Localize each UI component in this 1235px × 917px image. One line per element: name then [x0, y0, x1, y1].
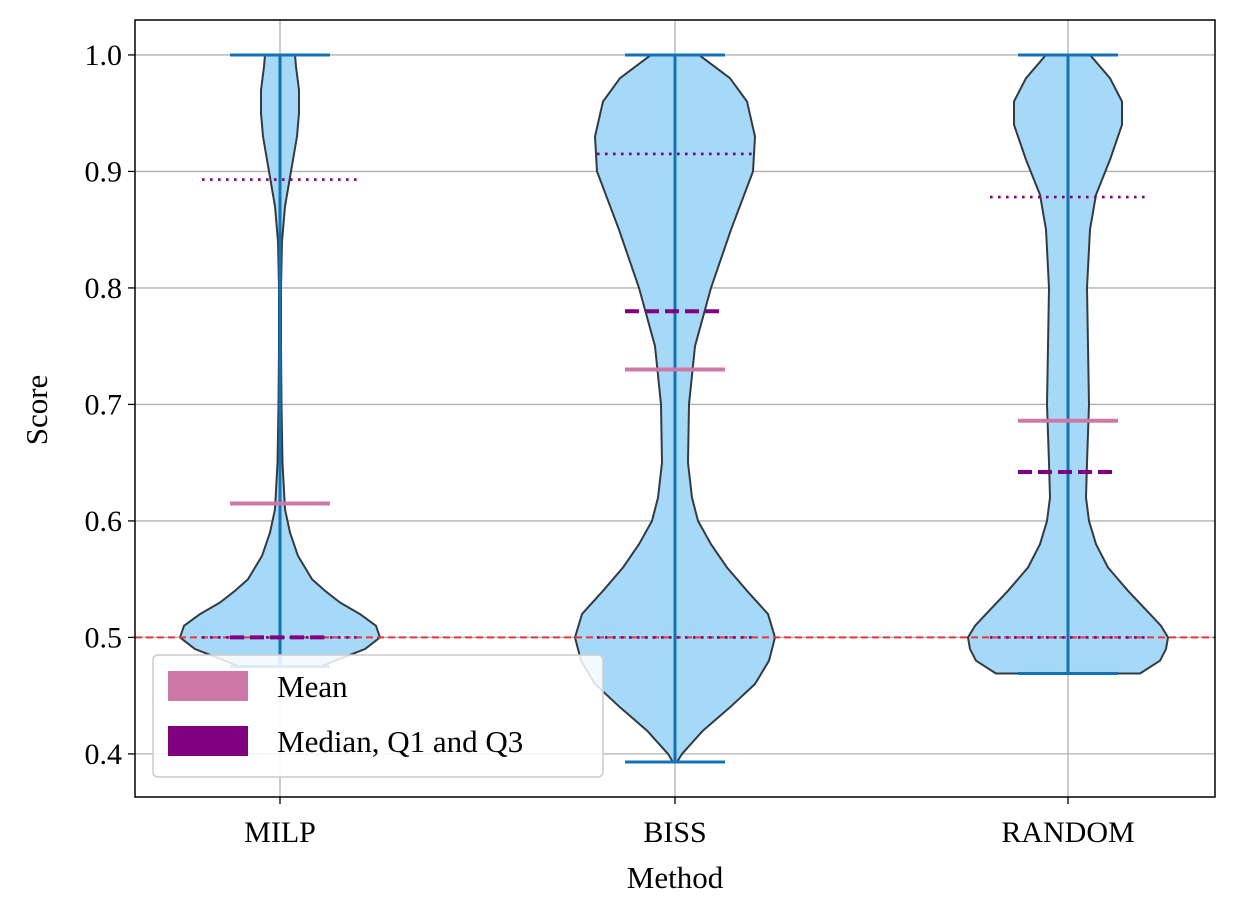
y-tick-label: 0.8 [85, 272, 123, 305]
summary-lines [202, 53, 1146, 764]
x-axis: MILP BISS RANDOM [244, 797, 1135, 849]
y-tick-label: 0.7 [85, 388, 123, 421]
legend-swatch [168, 671, 248, 701]
x-tick-label: BISS [643, 816, 706, 849]
y-axis: 0.4 0.5 0.6 0.7 0.8 0.9 1.0 [85, 39, 135, 771]
y-axis-label: Score [19, 375, 54, 446]
y-tick-label: 1.0 [85, 39, 123, 72]
x-tick-label: MILP [244, 816, 316, 849]
x-axis-label: Method [627, 860, 724, 895]
legend-box [152, 654, 604, 778]
x-tick-label: RANDOM [1001, 816, 1134, 849]
y-tick-label: 0.6 [85, 505, 123, 538]
y-tick-label: 0.4 [85, 738, 123, 771]
legend-label: Median, Q1 and Q3 [277, 724, 523, 759]
legend-label: Mean [277, 669, 348, 704]
y-tick-label: 0.9 [85, 155, 123, 188]
y-tick-label: 0.5 [85, 621, 123, 654]
legend-swatch [168, 726, 248, 756]
